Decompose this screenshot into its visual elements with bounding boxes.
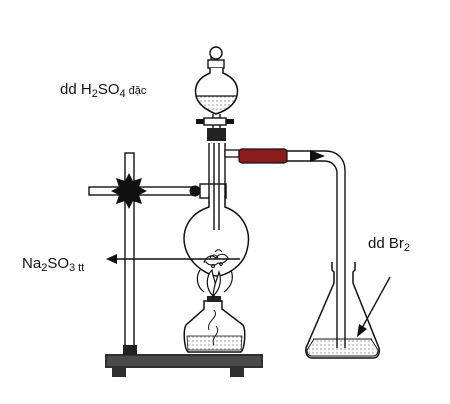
stand-rod bbox=[123, 152, 137, 355]
clamp bbox=[88, 173, 227, 209]
spirit-lamp bbox=[183, 268, 246, 353]
label-acid: dd H2SO4 đặc bbox=[60, 81, 147, 100]
erlenmeyer-flask bbox=[305, 262, 380, 359]
solid-reagent bbox=[203, 249, 229, 269]
side-arm bbox=[224, 148, 346, 345]
flask-neck bbox=[208, 143, 226, 230]
clamp-knob bbox=[111, 173, 147, 209]
round-flask bbox=[183, 196, 250, 277]
dropping-funnel bbox=[194, 46, 239, 141]
stand-base bbox=[105, 354, 263, 377]
label-salt: Na2SO3 tt bbox=[22, 255, 85, 274]
pointer-arrows bbox=[106, 254, 391, 337]
label-bromine: dd Br2 bbox=[368, 235, 410, 254]
